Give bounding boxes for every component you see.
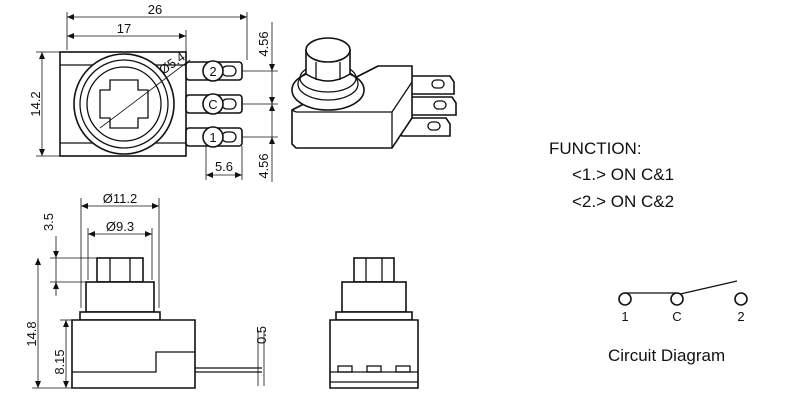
circuit-pin-1: 1: [621, 309, 628, 324]
function-block: FUNCTION: <1.> ON C&1 <2.> ON C&2: [549, 139, 674, 211]
dim-pin-pitch-bottom: 4.56: [256, 153, 271, 178]
circuit-pin-c: C: [672, 309, 681, 324]
circuit-diagram: 1 C 2 Circuit Diagram: [608, 280, 748, 365]
dim-pin-thickness: 0.5: [254, 326, 269, 344]
terminal-label-c: C: [208, 97, 217, 112]
circuit-pin-2: 2: [737, 309, 744, 324]
terminal-label-1: 1: [209, 130, 216, 145]
dim-height: 14.2: [28, 91, 43, 116]
side-view: [329, 257, 419, 389]
dim-outer-diameter: Ø11.2: [103, 191, 137, 206]
terminal-label-2: 2: [209, 64, 216, 79]
dim-button-height: 3.5: [41, 213, 56, 231]
dim-pin-length: 5.6: [215, 159, 233, 174]
dim-total-height: 14.8: [24, 321, 39, 346]
function-title: FUNCTION:: [549, 139, 642, 158]
dim-pin-pitch-top: 4.56: [256, 31, 271, 56]
terminals: 2 C 1: [185, 60, 243, 148]
dim-inner-diameter: Ø9.3: [106, 219, 134, 234]
function-line-2: <2.> ON C&2: [572, 192, 674, 211]
dim-overall-width: 26: [148, 2, 162, 17]
top-view: 26 17 14.2 Ø5.4: [28, 2, 278, 182]
function-line-1: <1.> ON C&1: [572, 165, 674, 184]
front-view: Ø11.2 Ø9.3 3.5 14.8 8.15: [24, 191, 269, 389]
dim-body-width: 17: [117, 21, 131, 36]
isometric-view: [291, 37, 457, 149]
circuit-caption: Circuit Diagram: [608, 346, 725, 365]
dim-base-height: 8.15: [52, 349, 67, 374]
